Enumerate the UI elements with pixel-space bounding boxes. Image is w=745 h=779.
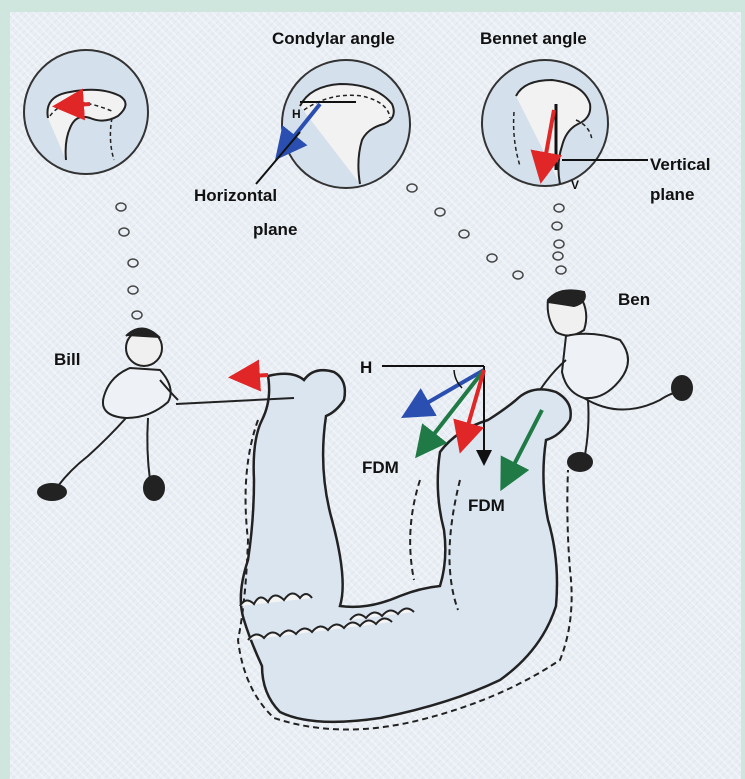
fdm-label-left: FDM <box>362 458 399 478</box>
bill-label: Bill <box>54 350 80 370</box>
vertical-plane-label-line1: Vertical <box>650 155 711 175</box>
fdm-label-right: FDM <box>468 496 505 516</box>
thought-dots-bill <box>116 203 142 319</box>
mandible <box>238 370 572 729</box>
thought-bubble-bennet <box>482 60 648 186</box>
ben-figure <box>540 290 692 471</box>
horizontal-reference-label: H <box>360 358 372 378</box>
ben-label: Ben <box>618 290 650 310</box>
thought-dots-center <box>407 184 523 279</box>
vertical-marker-small: V <box>571 175 579 195</box>
thought-dots-ben <box>552 204 566 274</box>
thought-bubble-condylar <box>256 60 410 188</box>
thought-bubble-bill <box>24 50 148 174</box>
horizontal-plane-label-line1: Horizontal <box>194 186 277 206</box>
horizontal-plane-label-line2: plane <box>253 220 297 240</box>
vertical-plane-label-line2: plane <box>650 185 694 205</box>
condylar-angle-title: Condylar angle <box>272 29 395 49</box>
horizontal-marker-small: H <box>292 104 301 124</box>
bennet-angle-title: Bennet angle <box>480 29 587 49</box>
